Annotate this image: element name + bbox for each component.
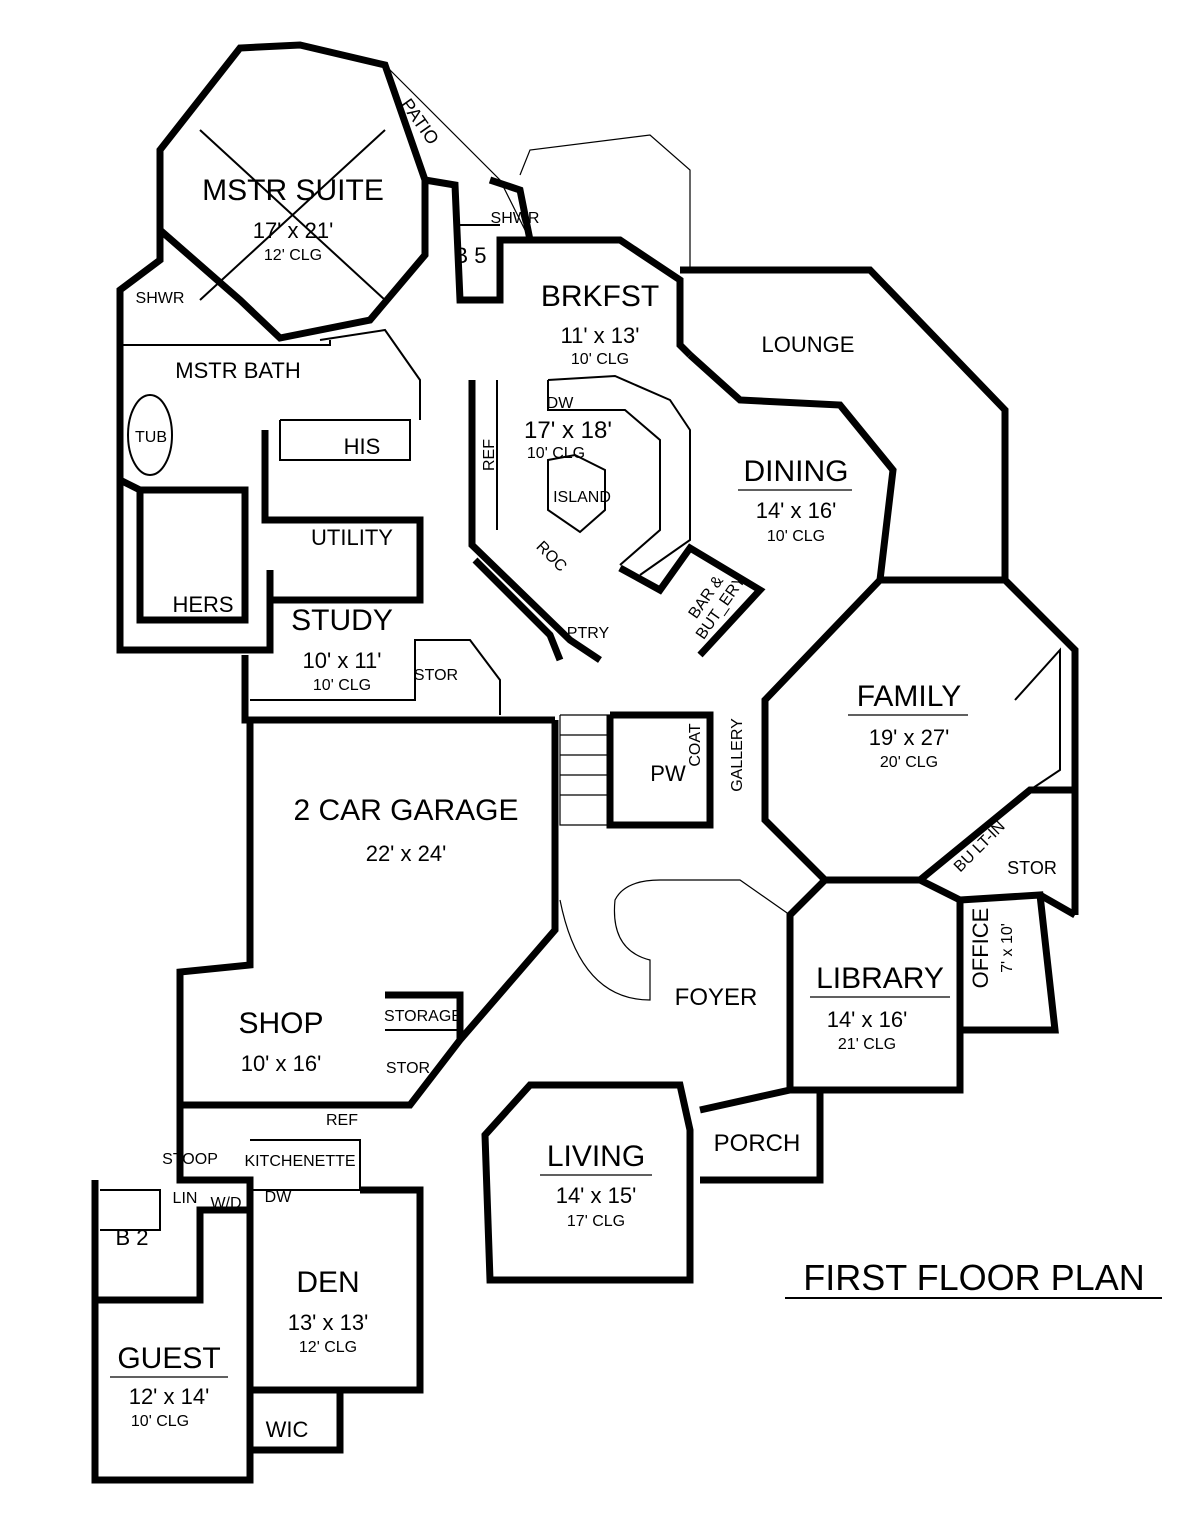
tub: TUB	[135, 429, 167, 446]
room-coat: COAT	[687, 723, 704, 766]
room-name: STUDY	[291, 604, 393, 637]
room-pw: PW	[650, 761, 686, 786]
room-b5: B 5	[453, 243, 486, 268]
room-garage: 2 CAR GARAGE 22' x 24'	[293, 794, 518, 866]
room-storage: STORAGE	[384, 1008, 462, 1025]
room-shwr: SHWR	[491, 210, 540, 227]
room-name: 2 CAR GARAGE	[293, 794, 518, 827]
room-name: GUEST	[117, 1342, 220, 1375]
plan-title: FIRST FLOOR PLAN	[785, 1257, 1162, 1299]
refrigerator: REF	[481, 439, 498, 471]
room-stor: STOR	[1007, 858, 1057, 878]
room-size: 13' x 13'	[288, 1310, 369, 1335]
room-study: STUDY 10' x 11' 10' CLG	[291, 604, 393, 694]
room-ceiling: 10' CLG	[131, 1413, 189, 1430]
room-size: 17' x 21'	[253, 218, 334, 243]
refrigerator: REF	[326, 1112, 358, 1129]
room-size: 10' x 16'	[241, 1051, 322, 1076]
room-lin: LIN	[173, 1190, 198, 1207]
room-name: LIVING	[547, 1140, 645, 1173]
room-library: LIBRARY 14' x 16' 21' CLG	[810, 962, 950, 1053]
room-porch: PORCH	[714, 1130, 801, 1157]
room-size: 7' x 10'	[999, 923, 1016, 973]
room-name: DINING	[744, 455, 849, 488]
room-ceiling: 12' CLG	[299, 1339, 357, 1356]
dishwasher: DW	[547, 395, 575, 412]
room-size: 12' x 14'	[129, 1384, 210, 1409]
room-master-bath: MSTR BATH	[175, 358, 300, 383]
room-dining: DINING 14' x 16' 10' CLG	[738, 455, 852, 545]
room-size: 14' x 16'	[827, 1007, 908, 1032]
room-utility: UTILITY	[311, 525, 393, 550]
room-name: FAMILY	[857, 680, 961, 713]
room-lounge: LOUNGE	[762, 332, 855, 357]
room-shwr: SHWR	[136, 290, 185, 307]
walls	[91, 41, 1079, 1484]
room-size: 14' x 16'	[756, 498, 837, 523]
room-brkfst: BRKFST 11' x 13' 10' CLG	[541, 280, 659, 368]
room-size: 14' x 15'	[556, 1183, 637, 1208]
room-ceiling: 17' CLG	[567, 1213, 625, 1230]
room-stoop: STOOP	[162, 1151, 218, 1168]
room-ceiling: 10' CLG	[313, 677, 371, 694]
room-size: 19' x 27'	[869, 725, 950, 750]
room-ceiling: 10' CLG	[767, 528, 825, 545]
dishwasher: DW	[265, 1189, 293, 1206]
room-stor: STOR	[386, 1060, 430, 1077]
plan-title-text: FIRST FLOOR PLAN	[803, 1257, 1144, 1298]
room-b2: B 2	[115, 1225, 148, 1250]
room-ceiling: 21' CLG	[838, 1036, 896, 1053]
room-foyer: FOYER	[675, 984, 758, 1011]
room-ceiling: 10' CLG	[527, 445, 585, 462]
washer-dryer: W/D	[210, 1195, 241, 1212]
range: ROC	[533, 538, 570, 575]
room-name: DEN	[296, 1266, 359, 1299]
room-name: LIBRARY	[816, 962, 944, 995]
room-stor: STOR	[414, 667, 458, 684]
room-kitchen: 17' x 18' 10' CLG DW REF ISLAND ROC PTRY	[481, 395, 612, 642]
room-family: FAMILY 19' x 27' 20' CLG	[848, 680, 968, 771]
room-size: 11' x 13'	[561, 323, 640, 348]
room-name: MSTR SUITE	[202, 174, 384, 207]
room-name: BRKFST	[541, 280, 659, 313]
room-labels: MSTR SUITE 17' x 21' 12' CLG PATIO SHWR …	[110, 95, 1057, 1442]
room-name: OFFICE	[968, 908, 993, 989]
room-name: SHOP	[238, 1007, 323, 1040]
room-den: DEN 13' x 13' 12' CLG	[288, 1266, 369, 1356]
room-ceiling: 12' CLG	[264, 247, 322, 264]
room-living: LIVING 14' x 15' 17' CLG	[540, 1140, 652, 1230]
room-office: OFFICE 7' x 10'	[968, 908, 1016, 989]
room-master-suite: MSTR SUITE 17' x 21' 12' CLG	[202, 174, 384, 264]
room-hers: HERS	[172, 592, 233, 617]
pantry: PTRY	[567, 625, 610, 642]
island: ISLAND	[553, 489, 611, 506]
room-guest: GUEST 12' x 14' 10' CLG	[110, 1342, 228, 1430]
room-size: 10' x 11'	[303, 648, 382, 673]
room-ceiling: 10' CLG	[571, 351, 629, 368]
room-ceiling: 20' CLG	[880, 754, 938, 771]
room-size: 22' x 24'	[366, 841, 447, 866]
room-shop: SHOP 10' x 16'	[238, 1007, 323, 1076]
room-his: HIS	[344, 434, 381, 459]
room-size: 17' x 18'	[524, 417, 612, 444]
room-wic: WIC	[266, 1417, 309, 1442]
room-gallery: GALLERY	[729, 718, 746, 792]
room-kitchenette: KITCHENETTE	[244, 1153, 355, 1170]
